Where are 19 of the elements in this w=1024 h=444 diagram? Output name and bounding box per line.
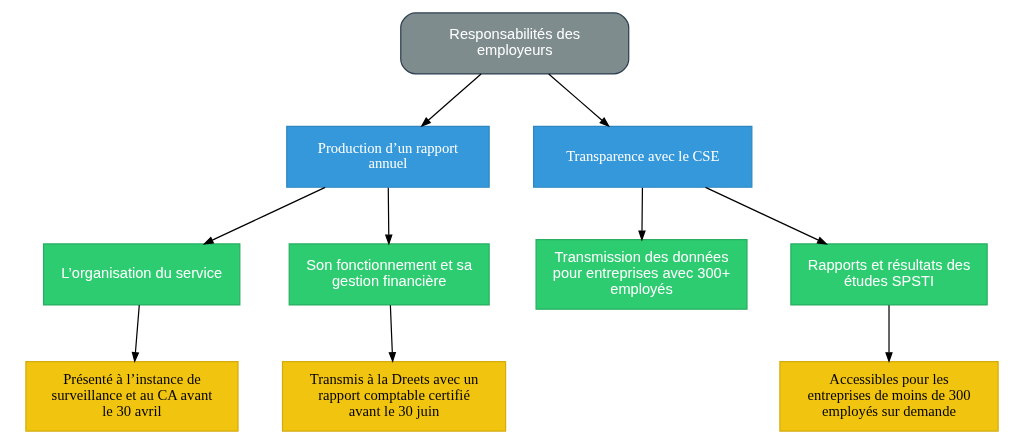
arrow bbox=[131, 304, 140, 364]
arrow bbox=[548, 73, 611, 128]
arrow bbox=[202, 186, 326, 245]
node-box: Accessibles pour les entreprises de moins de 300 employés sur demande bbox=[779, 360, 999, 432]
node-box: Responsabilités des employeurs bbox=[400, 12, 630, 75]
node-box: Transmis à la Dreets avec un rapport comptable certifié avant le 30 juin bbox=[281, 360, 507, 432]
node-box: Présenté à l’instance de surveillance et au CA avant le 30 avril bbox=[25, 360, 239, 432]
arrow bbox=[388, 304, 397, 364]
arrow bbox=[384, 187, 393, 246]
node-box: Production d’un rapport annuel bbox=[286, 125, 490, 188]
node-box: Transmission des données pour entreprises avec 300+ employés bbox=[535, 239, 748, 310]
arrow bbox=[704, 186, 829, 245]
arrow bbox=[420, 73, 482, 128]
arrow bbox=[885, 304, 893, 364]
node-box: L’organisation du service bbox=[42, 243, 241, 306]
arrow bbox=[638, 187, 646, 242]
node-box: Transparence avec le CSE bbox=[533, 125, 753, 188]
node-box: Rapports et résultats des études SPSTI bbox=[790, 243, 988, 306]
node-box: Son fonctionnement et sa gestion financière bbox=[288, 243, 490, 306]
